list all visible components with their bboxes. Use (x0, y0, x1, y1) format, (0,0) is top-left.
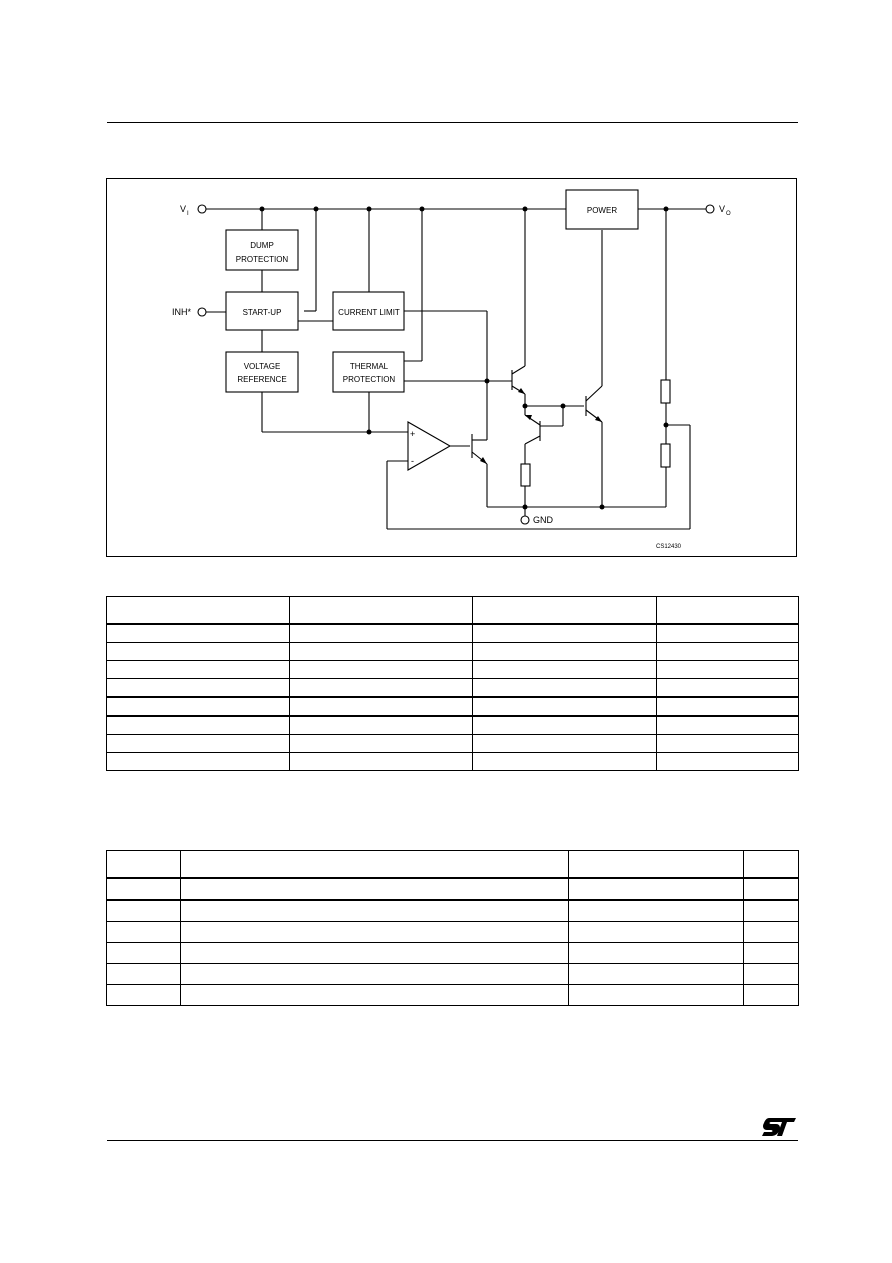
opamp-plus: + (410, 429, 415, 439)
voltage-label-line1: VOLTAGE (244, 362, 281, 371)
diagram-code: CS12430 (656, 544, 682, 550)
st-logo (762, 1118, 796, 1136)
vo-subscript: O (726, 211, 731, 217)
vi-subscript: I (187, 211, 189, 217)
table-1-header-row (107, 596, 799, 624)
table-2-row (106, 942, 799, 964)
table-1-row (106, 678, 799, 697)
vi-label: V (180, 204, 186, 214)
table-1-row (106, 660, 799, 679)
table-1-row (106, 715, 799, 735)
table-1-row (106, 696, 799, 716)
table-1-row (106, 642, 799, 661)
table-2-row (106, 921, 799, 943)
current-limit-label: CURRENT LIMIT (338, 308, 400, 317)
dump-label-line1: DUMP (250, 241, 274, 250)
voltage-label-line2: REFERENCE (237, 375, 286, 384)
table-1-row (106, 752, 799, 771)
vo-label: V (719, 204, 725, 214)
block-diagram-frame (106, 178, 797, 557)
table-1-row (106, 623, 799, 643)
opamp-minus: - (411, 456, 414, 466)
block-diagram: POWER DUMP PROTECTION START-UP CURRENT L… (172, 189, 731, 550)
table-1 (106, 596, 799, 771)
table-2-header-row (107, 850, 799, 878)
dump-label-line2: PROTECTION (236, 255, 289, 264)
inh-label: INH* (172, 307, 191, 317)
thermal-label-line2: PROTECTION (343, 375, 396, 384)
table-2-row (106, 963, 799, 985)
table-2-row (106, 877, 799, 900)
table-2-row (106, 984, 799, 1006)
startup-label: START-UP (243, 308, 282, 317)
table-2-row (106, 899, 799, 922)
footer-rule (107, 1140, 798, 1141)
power-label: POWER (587, 206, 617, 215)
table-2 (106, 850, 799, 1006)
table-1-row (106, 734, 799, 753)
header-rule (107, 122, 798, 123)
gnd-label: GND (533, 515, 554, 525)
thermal-label-line1: THERMAL (350, 362, 389, 371)
